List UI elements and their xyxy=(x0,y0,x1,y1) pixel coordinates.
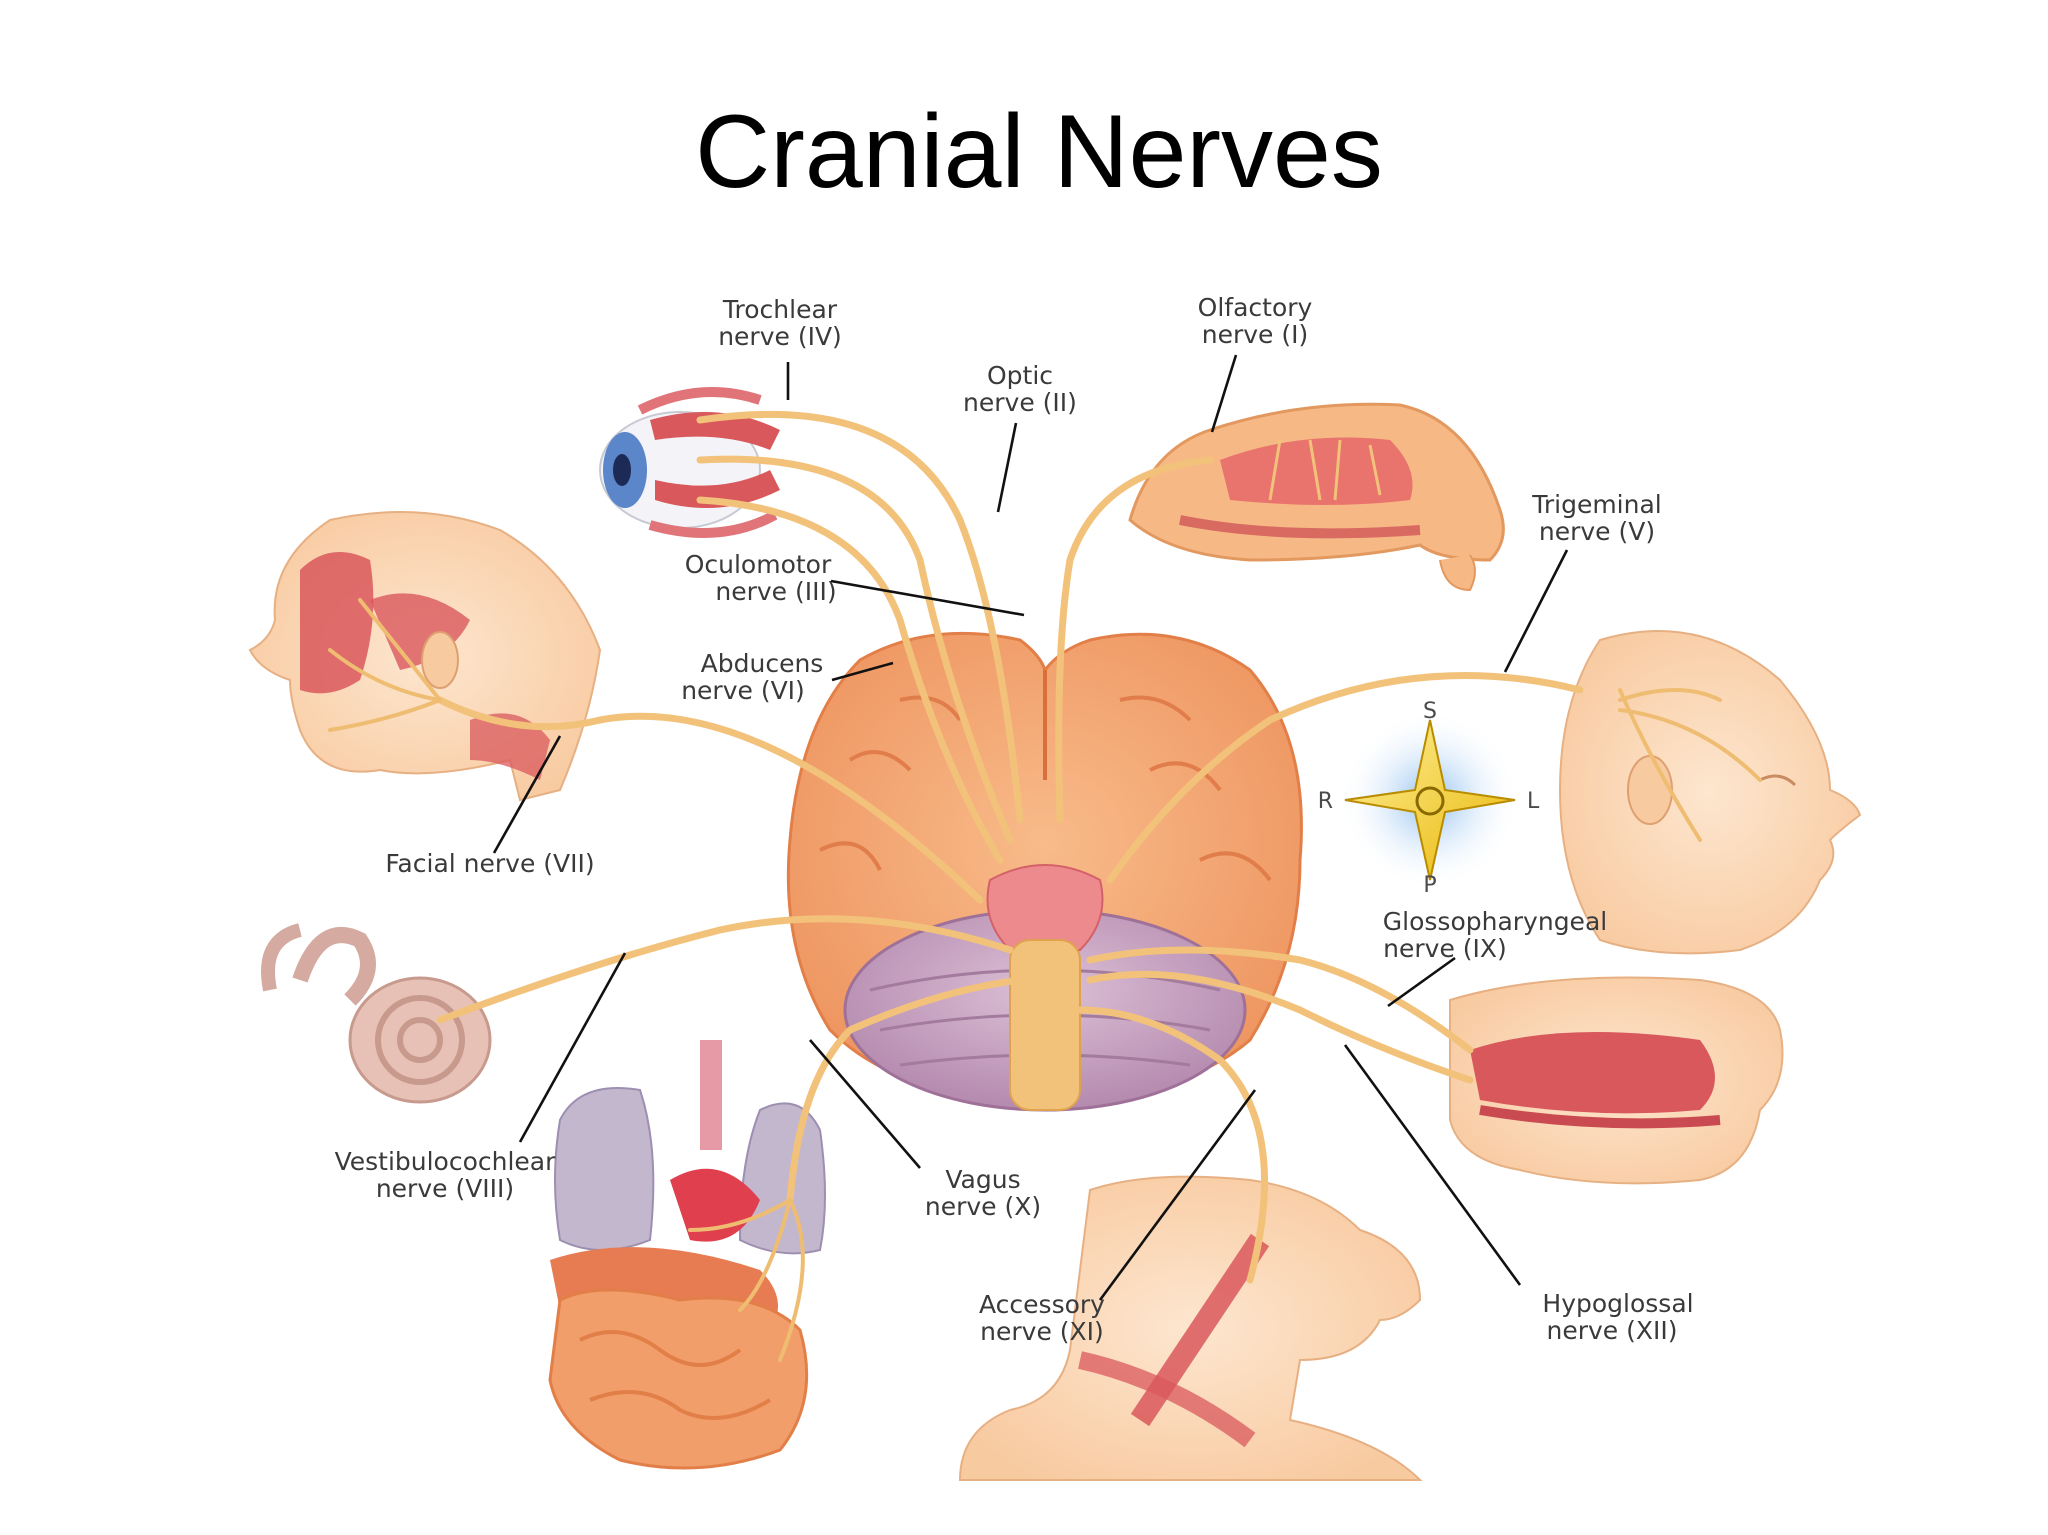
slide-title: Cranial Nerves xyxy=(695,94,1383,210)
label-accessory-line1: Accessory xyxy=(979,1290,1105,1319)
inner-ear-illustration xyxy=(261,923,492,1104)
label-glossopharyngeal-line1: Glossopharyngeal xyxy=(1383,907,1607,936)
compass-inferior: P xyxy=(1423,873,1436,898)
face-illustration-right xyxy=(1558,630,1862,955)
label-vagus-line1: Vagus xyxy=(945,1165,1020,1194)
leader-lines xyxy=(492,354,1569,1301)
tongue-illustration xyxy=(1449,976,1784,1185)
label-trigeminal-line1: Trigeminal xyxy=(1531,490,1661,519)
thorax-abdomen-illustration xyxy=(548,1040,826,1470)
label-accessory-line2: nerve (XI) xyxy=(980,1317,1104,1346)
nerve-fibers xyxy=(328,410,1762,1362)
label-hypoglossal-line2: nerve (XII) xyxy=(1546,1316,1677,1345)
label-vestibulocochlear-line2: nerve (VIII) xyxy=(376,1174,514,1203)
label-olfactory-line1: Olfactory xyxy=(1198,293,1313,322)
label-glossopharyngeal-line2: nerve (IX) xyxy=(1383,934,1507,963)
label-facial: Facial nerve (VII) xyxy=(385,849,594,878)
label-olfactory-line2: nerve (I) xyxy=(1202,320,1309,349)
label-trochlear-line2: nerve (IV) xyxy=(718,322,842,351)
label-oculomotor-line1: Oculomotor xyxy=(685,550,832,579)
compass-right: R xyxy=(1318,789,1333,814)
label-optic-line1: Optic xyxy=(987,361,1053,390)
compass-superior: S xyxy=(1423,699,1437,724)
brain-illustration xyxy=(786,631,1303,1112)
neck-illustration xyxy=(958,1175,1423,1481)
nerve-labels: Trochlear nerve (IV) Olfactory nerve (I)… xyxy=(335,293,1694,1346)
label-abducens-line1: Abducens xyxy=(701,649,824,678)
label-abducens-line2: nerve (VI) xyxy=(681,676,805,705)
label-trigeminal-line2: nerve (V) xyxy=(1539,517,1655,546)
nasal-cavity-illustration xyxy=(1128,402,1505,592)
orientation-compass: S P R L xyxy=(1318,699,1540,898)
label-hypoglossal-line1: Hypoglossal xyxy=(1542,1289,1693,1318)
compass-left: L xyxy=(1527,789,1540,814)
label-oculomotor-line2: nerve (III) xyxy=(715,577,836,606)
label-vestibulocochlear-line1: Vestibulocochlear xyxy=(335,1147,557,1176)
label-trochlear-line1: Trochlear xyxy=(722,295,838,324)
label-optic-line2: nerve (II) xyxy=(963,388,1077,417)
label-vagus-line2: nerve (X) xyxy=(925,1192,1041,1221)
